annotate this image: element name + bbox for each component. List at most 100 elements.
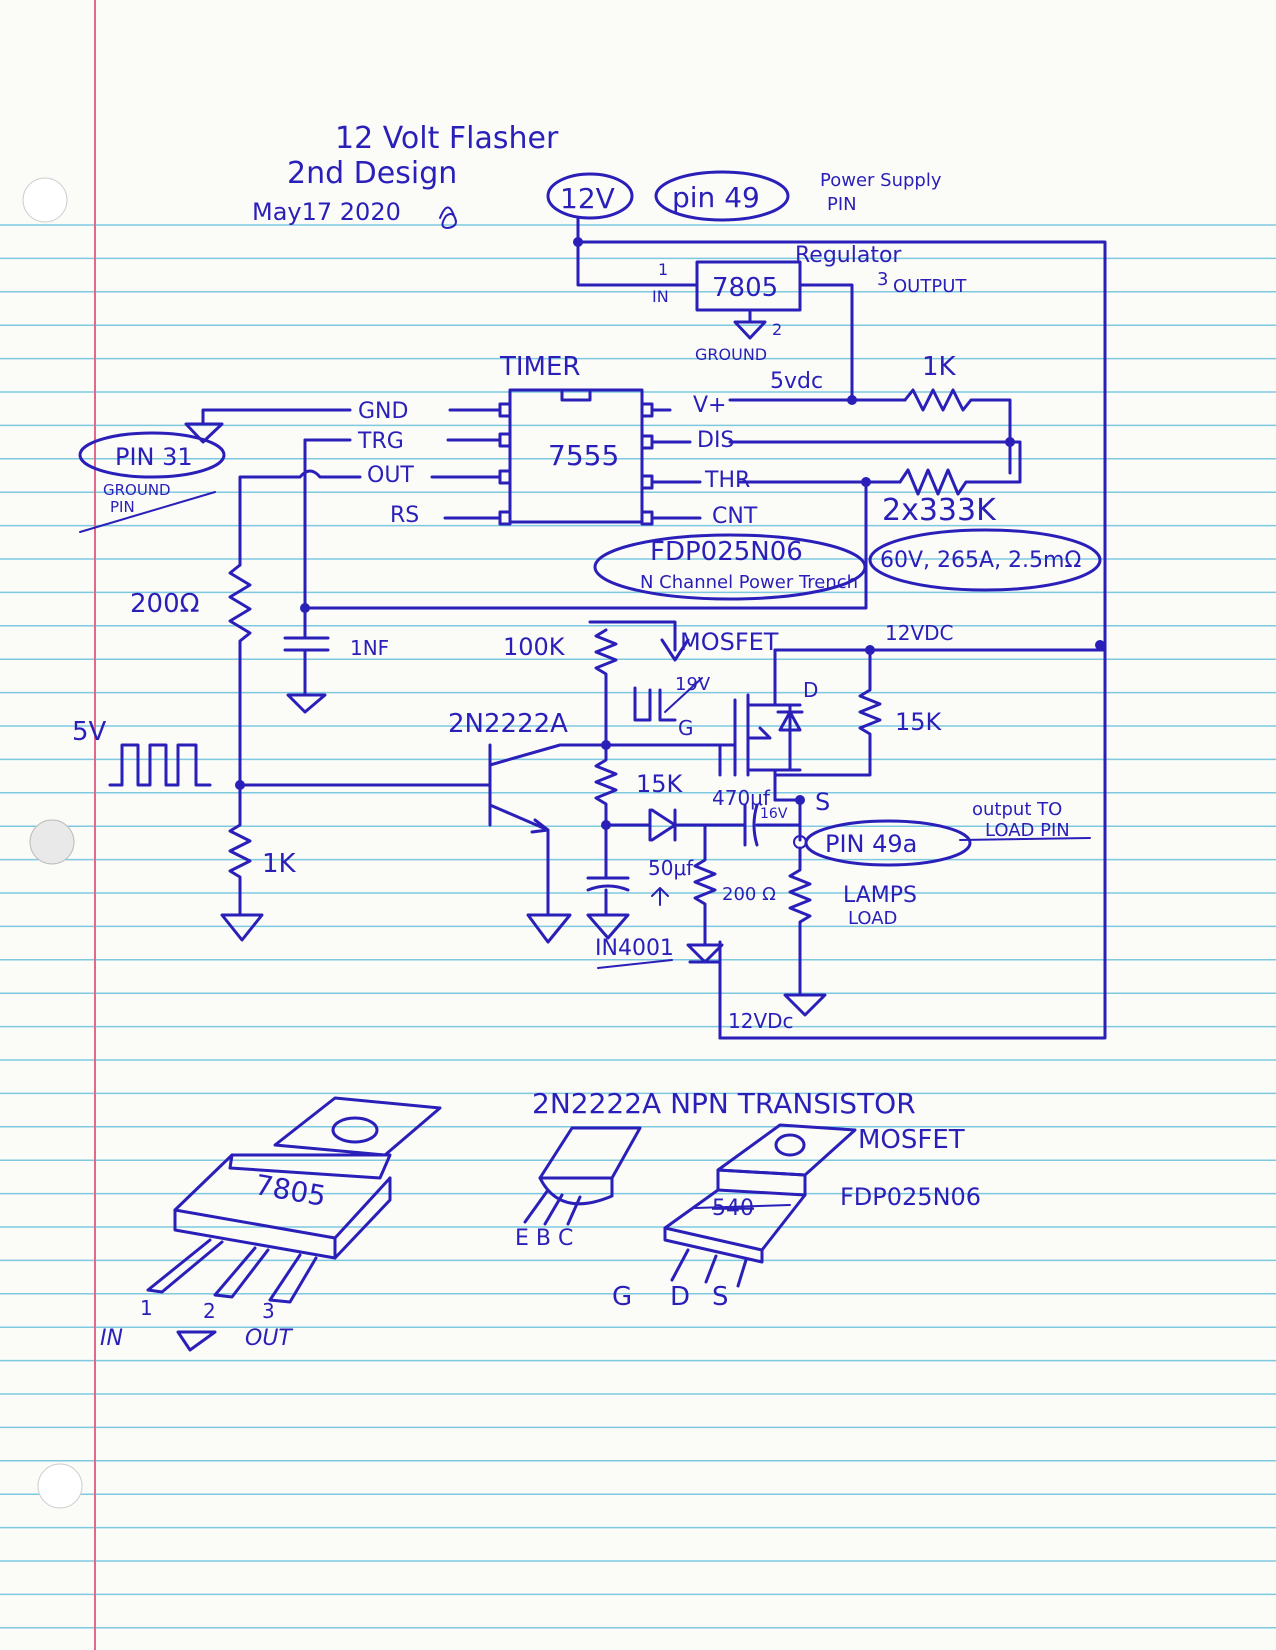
mosfet-package-pin-d: D — [670, 1282, 690, 1312]
capacitor-470uf-value: 470μf — [712, 786, 771, 810]
supply-rail — [576, 216, 1107, 1040]
ground-pin-note-2: PIN — [110, 498, 135, 516]
initials-signature — [439, 206, 457, 229]
capacitor-470uf — [703, 803, 802, 847]
square-wave-icon — [108, 743, 212, 787]
resistor-15k-drain — [773, 648, 882, 777]
capacitor-470uf-voltage: 16V — [760, 806, 788, 822]
capacitor-50uf-value: 50μf — [648, 856, 694, 880]
mosfet-package-pin-g: G — [612, 1282, 632, 1312]
gate-node-junction — [601, 820, 611, 830]
title-date: May17 2020 — [252, 198, 401, 226]
mosfet-specs-ellipse — [868, 528, 1102, 592]
mosfet-pin-d: D — [803, 678, 818, 702]
zener-19v — [604, 686, 677, 747]
regulator-package-out: OUT — [245, 1326, 293, 1351]
timer-chip: 7555 — [548, 439, 619, 472]
resistor-1k-timing — [903, 388, 1012, 475]
pot-100k-value: 100K — [503, 633, 566, 661]
regulator-package-ground-icon — [176, 1330, 217, 1352]
packages-heading: 2N2222A NPN TRANSISTOR — [532, 1087, 916, 1120]
ground-pin-underline — [79, 491, 216, 533]
ground-pin-ellipse — [78, 431, 226, 479]
resistor-2x333k — [898, 440, 1022, 496]
source-wire — [773, 798, 802, 842]
lamps-load-resistor — [783, 846, 827, 1017]
regulator-package-in: IN — [100, 1326, 123, 1351]
resistor-15k-gate-value: 15K — [636, 770, 684, 798]
binder-hole-bottom — [37, 1463, 83, 1509]
regulator-input-wire — [576, 240, 699, 287]
mosfet-info-ellipse — [593, 533, 867, 601]
mosfet-info-type: N Channel Power Trench — [640, 572, 858, 593]
regulator-output-voltage: 5vdc — [770, 369, 823, 394]
mosfet-package-pin-s: S — [712, 1282, 729, 1312]
out-wire — [238, 469, 362, 567]
title-line2: 2nd Design — [287, 156, 457, 191]
mosfet-package-strikethrough — [694, 1204, 791, 1209]
regulator-package-pin-2: 2 — [203, 1299, 216, 1323]
timer-7555-box — [508, 388, 644, 524]
timer-left-pins: GND TRG OUT RS — [357, 399, 512, 528]
capacitor-50uf — [586, 863, 630, 940]
timer-pin-vplus: V+ — [693, 393, 726, 418]
mosfet-fdp025n06-symbol — [718, 648, 802, 802]
regulator-in-number: 1 — [658, 260, 668, 279]
output-note-1: output TO — [972, 799, 1062, 820]
mosfet-pin-g: G — [678, 716, 694, 740]
resistor-1k-timing-value: 1K — [922, 352, 957, 382]
zener-arrow — [664, 677, 703, 713]
regulator-package: 7805 1 2 3 IN OUT — [100, 1096, 442, 1352]
resistor-200-out — [228, 563, 252, 787]
supply-pin-circle — [654, 170, 790, 222]
rail-junction — [1095, 640, 1105, 650]
resistor-200-boot-value: 200 Ω — [722, 884, 776, 905]
timer-pin-out: OUT — [367, 463, 414, 488]
load-label-1: LAMPS — [843, 883, 917, 908]
mosfet-package-strike: 540 — [712, 1196, 754, 1221]
title-line1: 12 Volt Flasher — [335, 121, 559, 156]
regulator-out-number: 3 — [877, 269, 888, 290]
timer-pin-rs: RS — [390, 503, 419, 528]
pot-100k — [588, 620, 690, 702]
supply-top-label: 12VDC — [885, 621, 954, 645]
mosfet-label: MOSFET — [680, 628, 779, 656]
resistor-200-out-value: 200Ω — [130, 589, 200, 619]
capacitor-1nf-value: 1NF — [350, 636, 389, 660]
timer-right-pins: V+ DIS THR CNT — [640, 393, 758, 529]
output-pin-label: PIN 49a — [825, 830, 917, 858]
resistor-200-boot — [693, 823, 717, 927]
transistor-package: E B C — [515, 1126, 642, 1251]
timer-pin-trg: TRG — [357, 429, 404, 454]
regulator-package-pin-3: 3 — [262, 1299, 275, 1323]
signal-voltage: 5V — [72, 717, 107, 747]
mosfet-package-label: MOSFET — [858, 1125, 965, 1155]
diode-value: IN4001 — [595, 936, 674, 961]
ground-pin-note-1: GROUND — [103, 481, 171, 499]
timer-pin-cnt: CNT — [712, 504, 758, 529]
diode-bootstrap — [604, 808, 707, 842]
timer-label: TIMER — [499, 352, 580, 382]
load-label-2: LOAD — [848, 908, 897, 929]
timer-pin-gnd: GND — [358, 399, 408, 424]
mosfet-info-specs: 60V, 265A, 2.5mΩ — [880, 548, 1081, 573]
supply-pin-note-2: PIN — [827, 194, 857, 215]
regulator-ground-label: GROUND — [695, 345, 767, 364]
transistor-model: 2N2222A — [448, 709, 568, 739]
resistor-15k-gate — [594, 743, 618, 867]
output-note-underline — [959, 837, 1091, 841]
supply-pin-note-1: Power Supply — [820, 170, 942, 191]
ground-pin-label: PIN 31 — [115, 443, 193, 471]
transistor-package-pins: E B C — [515, 1226, 573, 1251]
supply-junction — [573, 237, 583, 247]
binder-hole-top — [22, 177, 68, 223]
capacitor-1nf — [283, 606, 330, 714]
mosfet-pin-s: S — [815, 788, 830, 816]
regulator-label: Regulator — [795, 243, 902, 268]
transistor-2n2222a-symbol — [488, 743, 608, 917]
resistor-1k-bottom — [220, 783, 264, 942]
regulator-output-wire — [798, 283, 854, 402]
mosfet-body-diode — [776, 703, 804, 772]
